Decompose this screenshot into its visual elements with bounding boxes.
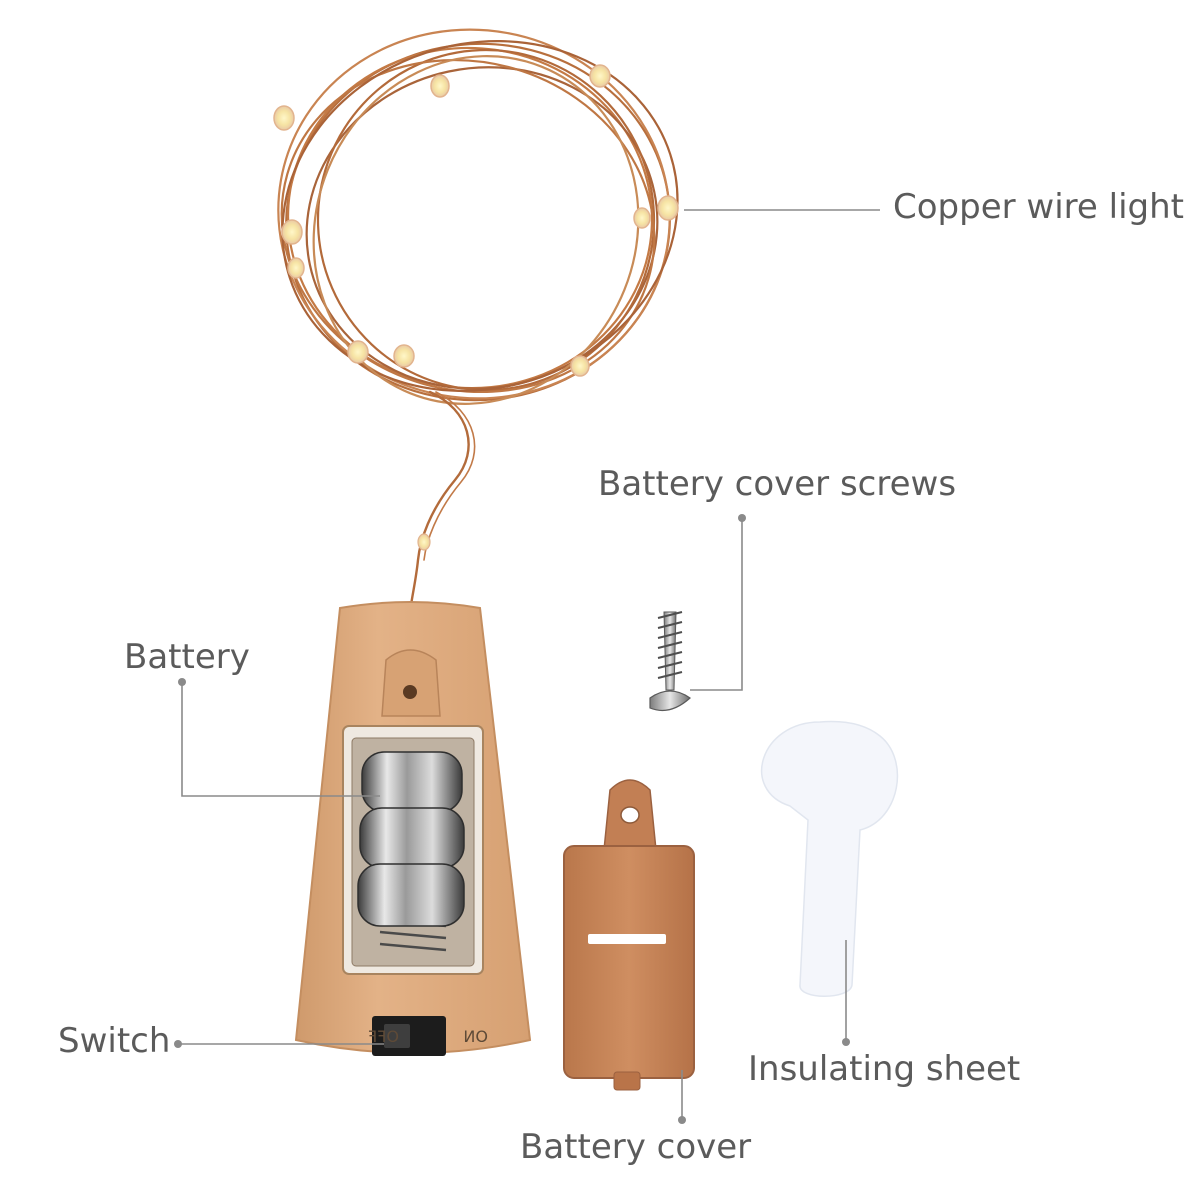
- label-switch: Switch: [58, 1021, 171, 1061]
- leader-dots: [174, 514, 850, 1124]
- leader-battery-cover-screws: [690, 520, 743, 691]
- copper-wire-coil: [277, 28, 679, 614]
- leader-lines: [180, 209, 880, 1118]
- battery-cells: [357, 751, 465, 927]
- label-copper-wire-light: Copper wire light: [893, 187, 1184, 227]
- insulating-sheet: [761, 720, 899, 997]
- led-beads: [273, 64, 679, 551]
- label-battery-cover-screws: Battery cover screws: [598, 464, 957, 504]
- leader-battery: [181, 684, 380, 797]
- switch-mark-off: OFF: [368, 1027, 399, 1046]
- switch-marks: OFF ON: [368, 1027, 488, 1046]
- label-insulating-sheet: Insulating sheet: [748, 1049, 1021, 1089]
- switch-mark-on: ON: [463, 1027, 488, 1046]
- battery-cell: [357, 863, 465, 927]
- label-battery: Battery: [124, 637, 250, 677]
- battery-cover: [563, 779, 695, 1091]
- screw: [649, 611, 691, 711]
- battery-cell: [361, 751, 463, 813]
- battery-cell: [359, 807, 465, 869]
- label-battery-cover: Battery cover: [520, 1127, 752, 1167]
